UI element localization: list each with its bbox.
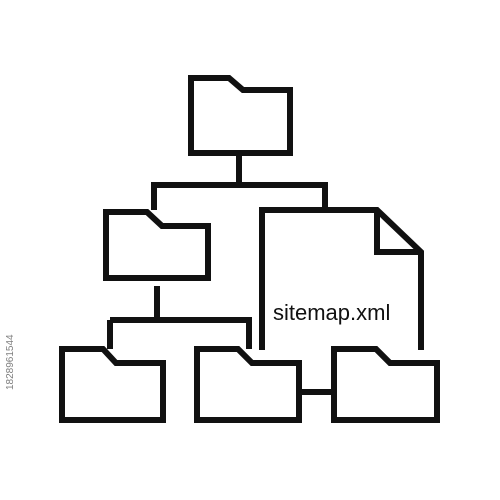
sitemap-file-icon: sitemap.xml	[259, 207, 424, 350]
sitemap-file-label: sitemap.xml	[273, 300, 390, 325]
leaf-folder-right-icon	[331, 346, 440, 423]
tree-connectors	[107, 153, 334, 395]
root-folder-icon	[188, 75, 293, 156]
leaf-folder-left-icon	[59, 346, 166, 423]
leaf-folder-middle-icon	[194, 346, 302, 423]
child-folder-icon	[103, 209, 211, 281]
side-code-text: 1828961544	[5, 334, 16, 390]
